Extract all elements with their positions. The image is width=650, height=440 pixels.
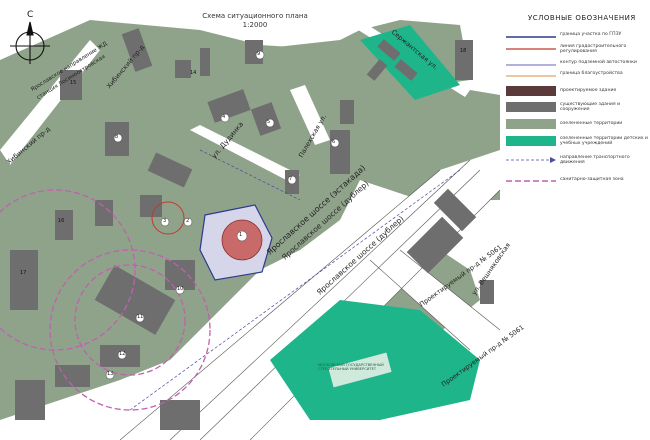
legend-label: линия градостроительного регулирования [560,44,627,55]
fill-symbol-icon [506,119,556,129]
plan-scale: 1:2000 [242,21,268,29]
legend-item-existing-buildings: существующие здания и сооружения [502,102,648,116]
institution-label: МОСКОВСКИЙ ГОСУДАРСТВЕННЫЙ СТРОИТЕЛЬНЫЙ … [318,363,384,372]
building-number-label: 8 [115,134,119,140]
legend-label: проектируемое здание [560,88,617,93]
building-number-label: 14 [190,70,197,76]
school-building [366,39,418,81]
building-number-label: 7 [289,176,293,182]
legend-label: граница благоустройства [560,71,623,76]
building-number-label: 5 [267,119,271,125]
arrow-symbol-icon [506,157,556,163]
legend-item-project-building: проектируемое здание [502,86,648,100]
building-number-label: 2 [186,218,190,224]
legend-item-parking-contour: контур подземной автостоянки [502,60,648,74]
building-number-label: 13 [107,371,114,377]
legend-item-landscaping-boundary: граница благоустройства [502,71,648,85]
legend-title: УСЛОВНЫЕ ОБОЗНАЧЕНИЯ [528,14,636,22]
legend-item-green-areas: озелененные территории [502,119,648,133]
building-number-label: 17 [20,270,27,276]
line-symbol-icon [506,48,556,50]
fill-symbol-icon [506,102,556,112]
building-number-label: 15 [70,80,77,86]
building-number-label: 16 [58,218,65,224]
building-number-label: 9 [257,51,261,57]
legend-label: граница участка по ГПЗУ [560,32,622,37]
building-number-label: 11 [137,314,144,320]
sanitary-zones [0,189,211,411]
building-markers [105,50,340,380]
building-number-label: 6 [332,139,336,145]
building-number-label: 1 [239,232,243,238]
building-number-label: 12 [119,351,126,357]
line-symbol-icon [506,64,556,66]
legend-item-red-line: линия градостроительного регулирования [502,44,648,58]
plan-title-line1: Схема ситуационного плана [202,12,308,20]
legend-item-traffic-direction: направление транспортного движения [502,155,648,169]
traffic-arrows [129,149,461,411]
legend-item-sanitary-zone: санитарно-защитная зона [502,176,648,190]
legend-label: существующие здания и сооружения [560,102,621,113]
legend-label: направление транспортного движения [560,155,630,166]
building-number-label: 4 [222,114,226,120]
line-symbol-icon [506,36,556,38]
legend-label: озелененные территории детских и учебных… [560,136,648,147]
legend-item-school-green: озелененные территории детских и учебных… [502,136,648,150]
line-symbol-icon [506,180,556,182]
fill-symbol-icon [506,136,556,146]
building-number-label: 10 [177,286,184,292]
road-lines [119,159,501,440]
legend-label: озелененные территории [560,121,623,126]
university-building [328,352,392,388]
legend-label: контур подземной автостоянки [560,60,637,65]
fill-symbol-icon [506,86,556,96]
north-label: С [27,10,34,20]
building-number-label: 3 [163,218,167,224]
legend: УСЛОВНЫЕ ОБОЗНАЧЕНИЯ граница участка по … [502,10,648,200]
legend-item-gpzu-boundary: граница участка по ГПЗУ [502,32,648,46]
plan-title: Схема ситуационного плана 1:2000 [200,12,310,30]
building-number-label: 18 [460,48,467,54]
line-symbol-icon [506,75,556,77]
legend-label: санитарно-защитная зона [560,177,624,182]
north-arrow-icon [10,21,50,64]
